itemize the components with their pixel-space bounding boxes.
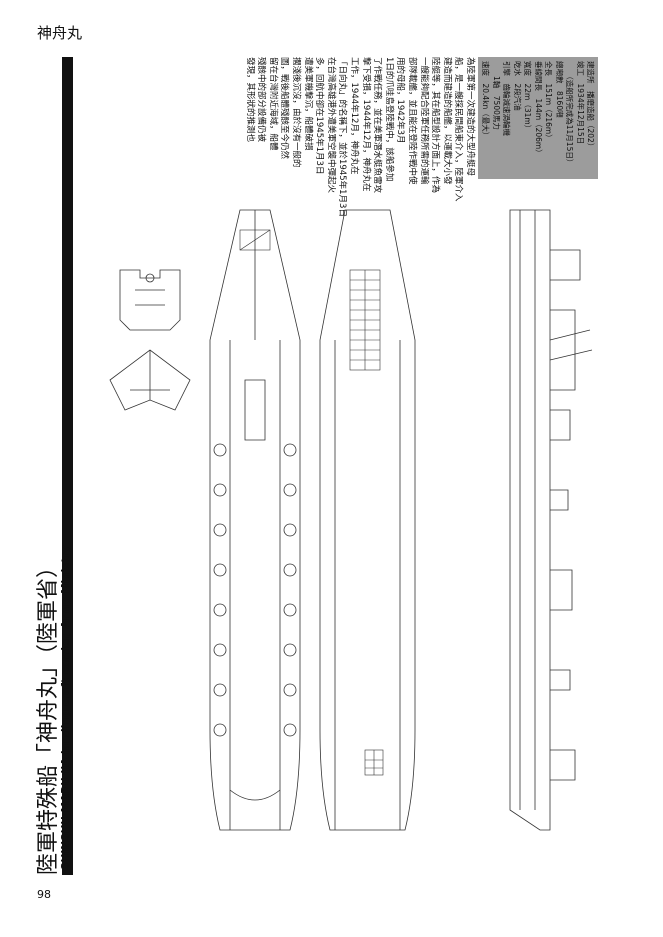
title-japanese: 陸軍特殊船「神舟丸」（陸軍省）: [36, 555, 61, 875]
body-text-line: 遭美軍機擊沉，船體破損: [302, 57, 313, 151]
spec-column: 引擎 齒輪減速渦輪機: [502, 61, 514, 179]
body-text-column: 留在台灣附近海域，船體: [268, 57, 280, 167]
body-text-line: 在台灣高雄港外遭美軍空襲中彈起火: [325, 57, 336, 194]
body-text-column: 發現，其形狀的推測也: [245, 57, 257, 167]
body-text-column: 殘骸中的部分設備仍被: [256, 57, 268, 167]
ship-drawing: [109, 209, 593, 831]
body-text-column: 工作，1944年12月，神舟丸在: [349, 57, 361, 174]
landing-craft-pods: [213, 443, 297, 737]
spec-column: 全長 151m（216m）: [544, 61, 556, 179]
body-text-column: 部隊載艦，並且能在登陸作戰中使: [407, 57, 419, 185]
body-text-column: 「日向丸」的名稱下，並於1945年1月3日: [337, 57, 349, 217]
spec-column: 寬度 22m（31m）: [523, 61, 535, 179]
body-text-column: 多，回航中卻在1945年1月3日: [314, 57, 326, 174]
body-text-column: 為陸軍第一次建造的大型舟艇母: [465, 57, 477, 176]
body-text-column: 船，是一艘採民間船東介入，陸軍介入: [453, 57, 465, 202]
page-number: 98: [37, 888, 51, 901]
title-block: 陸軍特殊船「神舟丸」（陸軍省） SHINSHU MARU IJA landing…: [30, 546, 72, 876]
body-text-line: 1日的爪哇島登陸戰中，該船參加: [383, 57, 394, 182]
spec-column: 竣工 1934年12月15日: [576, 61, 588, 179]
title-english: SHINSHU MARU IJA landing craft carrier, …: [60, 545, 72, 871]
body-text-line: 陸艇等，其在船型設計方面上，作為: [430, 57, 441, 194]
body-text-column: 用的母船，1942年3月: [395, 57, 407, 167]
detail-sketch-bow: [109, 349, 191, 411]
body-text-line: 發現，其形狀的推測也: [244, 57, 255, 143]
spec-column: 吃水 2段汽油: [513, 61, 525, 179]
title-strip: [62, 57, 73, 875]
body-text-column: 1日的爪哇島登陸戰中，該船參加: [384, 57, 396, 181]
cargo-grid: [349, 269, 381, 371]
profile-view: [509, 209, 593, 831]
body-text-line: 工作，1944年12月，神舟丸在: [349, 57, 359, 175]
spec-column: 1軸 7500馬力: [492, 61, 504, 179]
spec-column: 速度 20.4kn（最大）: [481, 61, 493, 179]
spec-line: 速度 20.4kn（最大）: [481, 61, 490, 140]
body-text-column: 擱淺後沉沒，由於沒有一般的: [291, 57, 303, 168]
body-text-column: 圖，戰後船體殘骸至今仍然: [279, 57, 291, 167]
body-text-column: 陸艇等，其在船型設計方面上，作為: [430, 57, 442, 193]
specification-box: 建造所 播磨造船（202）竣工 1934年12月15日 （造船所完成為11月15…: [478, 57, 598, 179]
body-text-line: 部隊載艦，並且能在登陸作戰中使: [407, 57, 417, 185]
body-text-line: 建造而建造的船艦，以運載大小發: [441, 57, 452, 185]
body-text-line: 留在台灣附近海域，船體: [267, 57, 278, 151]
body-text-line: 殘骸中的部分設備仍被: [256, 57, 267, 143]
body-text-column: 建造而建造的船艦，以運載大小發: [442, 57, 454, 185]
body-text-column: 在台灣高雄港外遭美軍空襲中彈起火: [326, 57, 338, 193]
spec-column: （造船所完成為11月15日）: [565, 61, 577, 179]
spec-column: 建造所 播磨造船（202）: [586, 61, 598, 179]
body-text-line: 多，回航中卻在1945年1月3日: [314, 57, 325, 175]
body-text-line: 了作戰任務，並在美軍潛水艇魚雷攻: [372, 57, 383, 194]
body-text-column: 擊下受損，1944年12月，神舟丸在: [361, 57, 373, 191]
body-text-line: 擱淺後沉沒，由於沒有一般的: [291, 57, 301, 168]
plan-view-interior: [319, 209, 416, 831]
header-title: 神舟丸: [37, 24, 83, 42]
body-text-line: 擊下受損，1944年12月，神舟丸在: [360, 57, 371, 192]
body-text-line: 用的母船，1942年3月: [395, 57, 406, 144]
spec-column: 總噸數 8160噸: [555, 61, 567, 179]
body-text-column: 一艘能夠配合陸軍任務所需的運輸: [419, 57, 431, 185]
body-text-column: 了作戰任務，並在美軍潛水艇魚雷攻: [372, 57, 384, 193]
body-text-column: 遭美軍機擊沉，船體破損: [303, 57, 315, 167]
body-text-line: 為陸軍第一次建造的大型舟艇母: [465, 57, 475, 177]
detail-sketch-ramp: [119, 269, 181, 331]
plan-view-deck: [209, 209, 301, 831]
body-text-line: 圖，戰後船體殘骸至今仍然: [279, 57, 290, 160]
body-text-line: 船，是一艘採民間船東介入，陸軍介入: [453, 57, 464, 202]
spec-column: 垂線間長 144m（206m）: [534, 61, 546, 179]
body-text-line: 一艘能夠配合陸軍任務所需的運輸: [418, 57, 429, 185]
